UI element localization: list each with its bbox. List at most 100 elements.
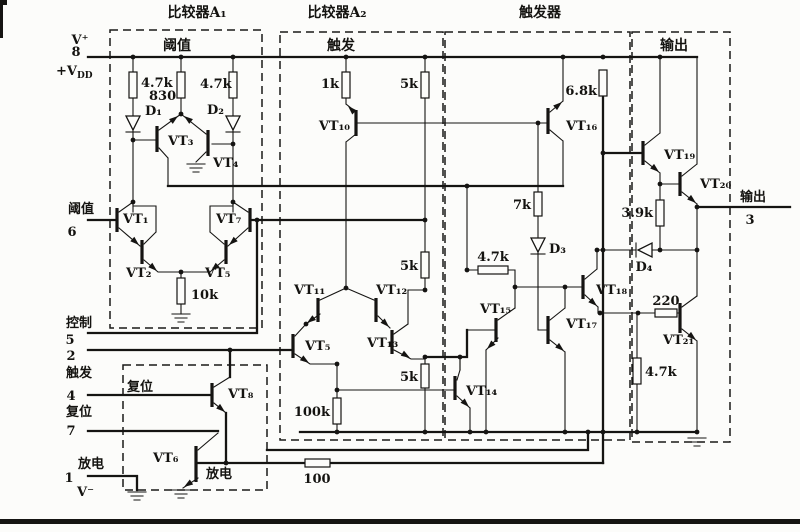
ground-symbols — [127, 163, 707, 501]
r9-value: 100k — [294, 405, 331, 420]
diodes — [124, 115, 653, 259]
vt6-label: VT₆ — [152, 451, 179, 466]
r2-value: 830 — [149, 89, 176, 104]
pin2-number: 2 — [66, 349, 75, 364]
resistor-r10 — [598, 69, 608, 97]
r4-value: 10k — [191, 288, 219, 303]
comparator-a2-title: 比较器A₂ — [308, 4, 367, 21]
vt17-label: VT₁₇ — [565, 317, 597, 332]
d2-label: D₂ — [207, 103, 224, 118]
pin2-trigger-label: 触发 — [65, 365, 93, 381]
vt11-label: VT₁₁ — [293, 283, 325, 298]
d1-label: D₁ — [145, 104, 162, 119]
resistor-r12 — [477, 265, 509, 275]
resistor-r5 — [341, 71, 351, 99]
r6-value: 5k — [400, 77, 419, 92]
a2-inner-label: 触发 — [326, 37, 356, 54]
vt2-label: VT₂ — [125, 266, 151, 281]
vt3-label: VT₃ — [167, 134, 194, 149]
junction-dots — [130, 54, 700, 466]
labels: 比较器A₁ 比较器A₂ 触发器 阈值 触发 输出 V⁺ 8 +VDD 阈值 6 … — [56, 4, 766, 500]
resistor-r4 — [176, 277, 186, 305]
resistor-r13 — [655, 199, 665, 227]
pin-vminus-label: V⁻ — [76, 485, 94, 500]
comparator-a1-box — [109, 29, 263, 329]
diode-d3 — [529, 237, 547, 255]
diode-d4 — [635, 241, 653, 259]
pin-vplus-label: V⁺ — [71, 33, 89, 48]
pin3-output-label: 输出 — [740, 189, 766, 205]
vt19-label: VT₁₉ — [663, 148, 695, 163]
r5-value: 1k — [321, 77, 340, 92]
transistor-bars — [115, 108, 682, 482]
pin6-number: 6 — [67, 225, 76, 240]
vt4-label: VT₄ — [212, 156, 239, 171]
reset-discharge-box — [122, 364, 268, 491]
r8-value: 5k — [400, 370, 419, 385]
r7-value: 5k — [400, 259, 419, 274]
resistor-r2 — [176, 71, 186, 99]
vt5b-label: VT₅ — [304, 339, 331, 354]
diode-d2 — [224, 115, 242, 133]
vt16-label: VT₁₆ — [565, 119, 597, 134]
pin4-reset-label: 复位 — [65, 404, 92, 420]
vt12-label: VT₁₂ — [375, 283, 407, 298]
vt15-label: VT₁₅ — [479, 302, 511, 317]
resistor-r15 — [632, 357, 642, 385]
emitter-arrows — [130, 102, 696, 487]
vt8-label: VT₈ — [227, 387, 254, 402]
reset-inner-label: 复位 — [126, 379, 153, 395]
bold-wires — [86, 55, 792, 492]
resistor-r8 — [420, 363, 430, 389]
vt20-label: VT₂₀ — [699, 177, 731, 192]
vt13-label: VT₁₃ — [366, 336, 398, 351]
r1-value: 4.7k — [141, 76, 174, 91]
resistor-r1 — [128, 71, 138, 99]
pin-vdd-label: +VDD — [56, 64, 93, 81]
section-boxes — [109, 29, 731, 491]
diode-d1 — [124, 115, 142, 133]
r15-value: 4.7k — [645, 365, 678, 380]
vt18-label: VT₁₈ — [595, 283, 627, 298]
resistor-r7 — [420, 251, 430, 279]
output-inner-label: 输出 — [660, 37, 688, 54]
pin7-number: 7 — [66, 424, 75, 439]
discharge-inner-label: 放电 — [205, 466, 232, 482]
resistors — [128, 69, 678, 468]
pin8-number: 8 — [71, 45, 80, 60]
vt1-label: VT₁ — [122, 212, 148, 227]
resistor-r16 — [304, 458, 331, 468]
r14-value: 220 — [652, 294, 679, 309]
pin1-number: 1 — [64, 471, 73, 486]
d4-label: D₄ — [636, 260, 653, 275]
vt5a-label: VT₅ — [204, 266, 231, 281]
resistor-r3 — [228, 71, 238, 99]
r12-value: 4.7k — [477, 250, 510, 265]
pin1-discharge-label: 放电 — [77, 456, 104, 472]
flipflop-title: 触发器 — [518, 4, 562, 21]
comparator-a2-box — [279, 31, 444, 441]
resistor-r6 — [420, 71, 430, 99]
r11-value: 7k — [513, 198, 532, 213]
pin3-number: 3 — [745, 213, 754, 228]
resistor-r11 — [533, 191, 543, 217]
pin4-number: 4 — [66, 389, 75, 404]
resistor-r9 — [332, 397, 342, 425]
vt7-label: VT₇ — [215, 212, 242, 227]
output-box — [631, 31, 731, 443]
pin5-number: 5 — [65, 333, 74, 348]
r10-value: 6.8k — [565, 84, 598, 99]
a1-inner-label: 阈值 — [163, 37, 191, 54]
comparator-a1-title: 比较器A₁ — [168, 4, 227, 21]
vt10-label: VT₁₀ — [318, 119, 350, 134]
pin5-control-label: 控制 — [66, 315, 92, 331]
pin6-threshold-label: 阈值 — [68, 201, 94, 217]
vt14-label: VT₁₄ — [465, 384, 497, 399]
r13-value: 3.9k — [621, 206, 654, 221]
vt21-label: VT₂₁ — [662, 333, 694, 348]
flipflop-box — [444, 31, 631, 441]
r16-value: 100 — [303, 472, 330, 487]
